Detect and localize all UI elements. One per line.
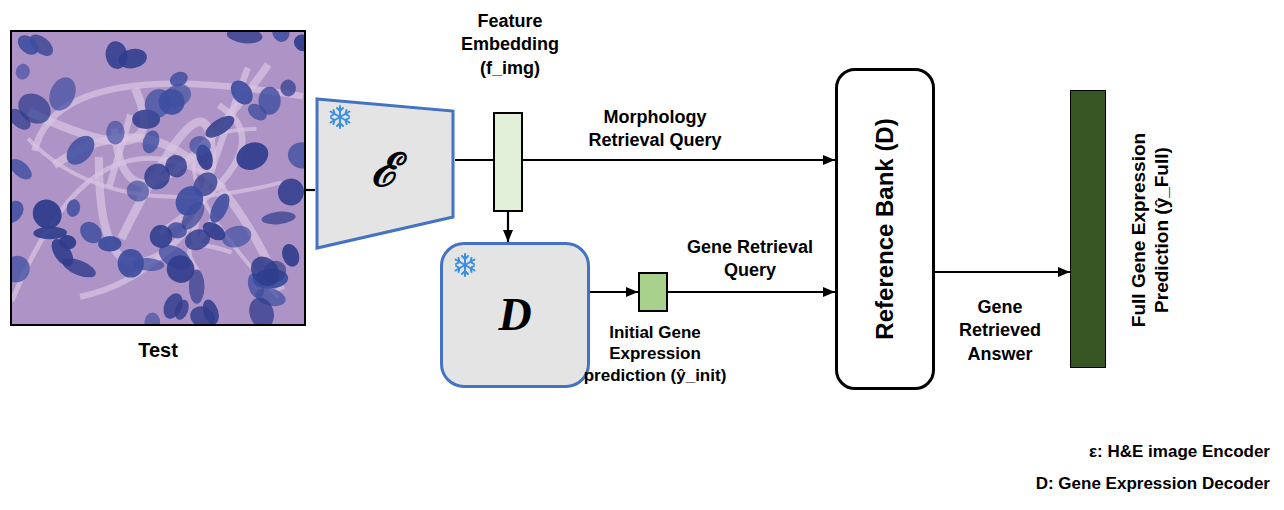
cell-nucleus bbox=[162, 152, 190, 181]
cell-nucleus bbox=[226, 32, 263, 45]
cell-nucleus bbox=[245, 100, 270, 124]
cell-nucleus bbox=[187, 303, 218, 324]
flow-arrow bbox=[455, 159, 493, 161]
cell-nucleus bbox=[279, 79, 297, 98]
tissue-illustration bbox=[12, 32, 304, 324]
tissue-background bbox=[12, 32, 304, 324]
full-prediction-bar: Full Gene Expression Prediction (ŷ_Full) bbox=[1070, 90, 1106, 368]
node-label: D bbox=[443, 287, 587, 342]
cell-nucleus bbox=[245, 251, 285, 292]
edge-label: Morphology Retrieval Query bbox=[580, 106, 730, 153]
cell-nucleus bbox=[291, 32, 304, 55]
cell-nucleus bbox=[246, 294, 278, 324]
cell-nucleus bbox=[61, 130, 100, 170]
cell-nucleus bbox=[132, 257, 165, 272]
key-note: ε: H&E image Encoder bbox=[1089, 442, 1270, 462]
node-label: Initial Gene Expression prediction (ŷ_in… bbox=[570, 322, 740, 386]
cell-nucleus bbox=[274, 175, 304, 209]
node-label: Reference Bank (D) bbox=[871, 68, 900, 390]
reference-bank-box: Reference Bank (D) bbox=[835, 68, 935, 390]
cell-nucleus bbox=[161, 250, 200, 289]
cell-nucleus bbox=[12, 155, 35, 183]
stroma-streak bbox=[54, 138, 281, 291]
cell-nucleus bbox=[172, 298, 191, 322]
cell-nucleus bbox=[160, 80, 195, 112]
he-image-tile: Test bbox=[10, 30, 306, 326]
cell-nucleus bbox=[12, 196, 28, 228]
cell-nucleus bbox=[76, 217, 106, 247]
cell-nucleus bbox=[144, 312, 160, 324]
cell-nucleus bbox=[12, 87, 56, 130]
flow-arrow bbox=[306, 189, 315, 191]
node-label: Feature Embedding (f_img) bbox=[445, 10, 575, 80]
cell-nucleus bbox=[270, 32, 292, 44]
flow-arrow bbox=[668, 291, 835, 293]
edge-label: Gene Retrieved Answer bbox=[945, 296, 1055, 366]
cell-nucleus bbox=[206, 191, 233, 226]
cell-nucleus bbox=[12, 251, 35, 288]
flow-arrow bbox=[507, 212, 509, 242]
node-label: ℰ bbox=[315, 143, 455, 198]
cell-nucleus bbox=[232, 137, 273, 175]
flow-arrow bbox=[590, 291, 638, 293]
frozen-snowflake-icon bbox=[452, 252, 478, 278]
cell-nucleus bbox=[14, 62, 32, 81]
cell-nucleus bbox=[65, 198, 81, 218]
cell-nucleus bbox=[104, 40, 129, 71]
cell-nucleus bbox=[106, 121, 124, 145]
edge-label: Gene Retrieval Query bbox=[680, 236, 820, 283]
cell-nucleus bbox=[200, 218, 229, 244]
node-label: Full Gene Expression Prediction (ŷ_Full) bbox=[1128, 120, 1174, 340]
cell-nucleus bbox=[140, 128, 162, 155]
initial-prediction-bar: Initial Gene Expression prediction (ŷ_in… bbox=[638, 272, 668, 312]
flow-arrow bbox=[523, 159, 835, 161]
cell-nucleus bbox=[98, 236, 122, 252]
feature-embedding-bar: Feature Embedding (f_img) bbox=[493, 112, 523, 212]
cell-nucleus bbox=[188, 134, 213, 157]
cell-nucleus bbox=[286, 140, 304, 171]
node-label: Test bbox=[12, 338, 304, 362]
cell-nucleus bbox=[170, 181, 209, 221]
cell-nucleus bbox=[27, 194, 68, 235]
cell-nucleus bbox=[14, 32, 42, 59]
cell-nucleus bbox=[148, 224, 173, 250]
cell-nucleus bbox=[47, 235, 77, 270]
cell-nucleus bbox=[124, 178, 151, 204]
key-note: D: Gene Expression Decoder bbox=[1036, 474, 1270, 494]
cell-nucleus bbox=[261, 210, 296, 226]
cell-nucleus bbox=[202, 111, 238, 142]
frozen-snowflake-icon bbox=[327, 104, 353, 130]
flow-arrow bbox=[935, 271, 1070, 273]
